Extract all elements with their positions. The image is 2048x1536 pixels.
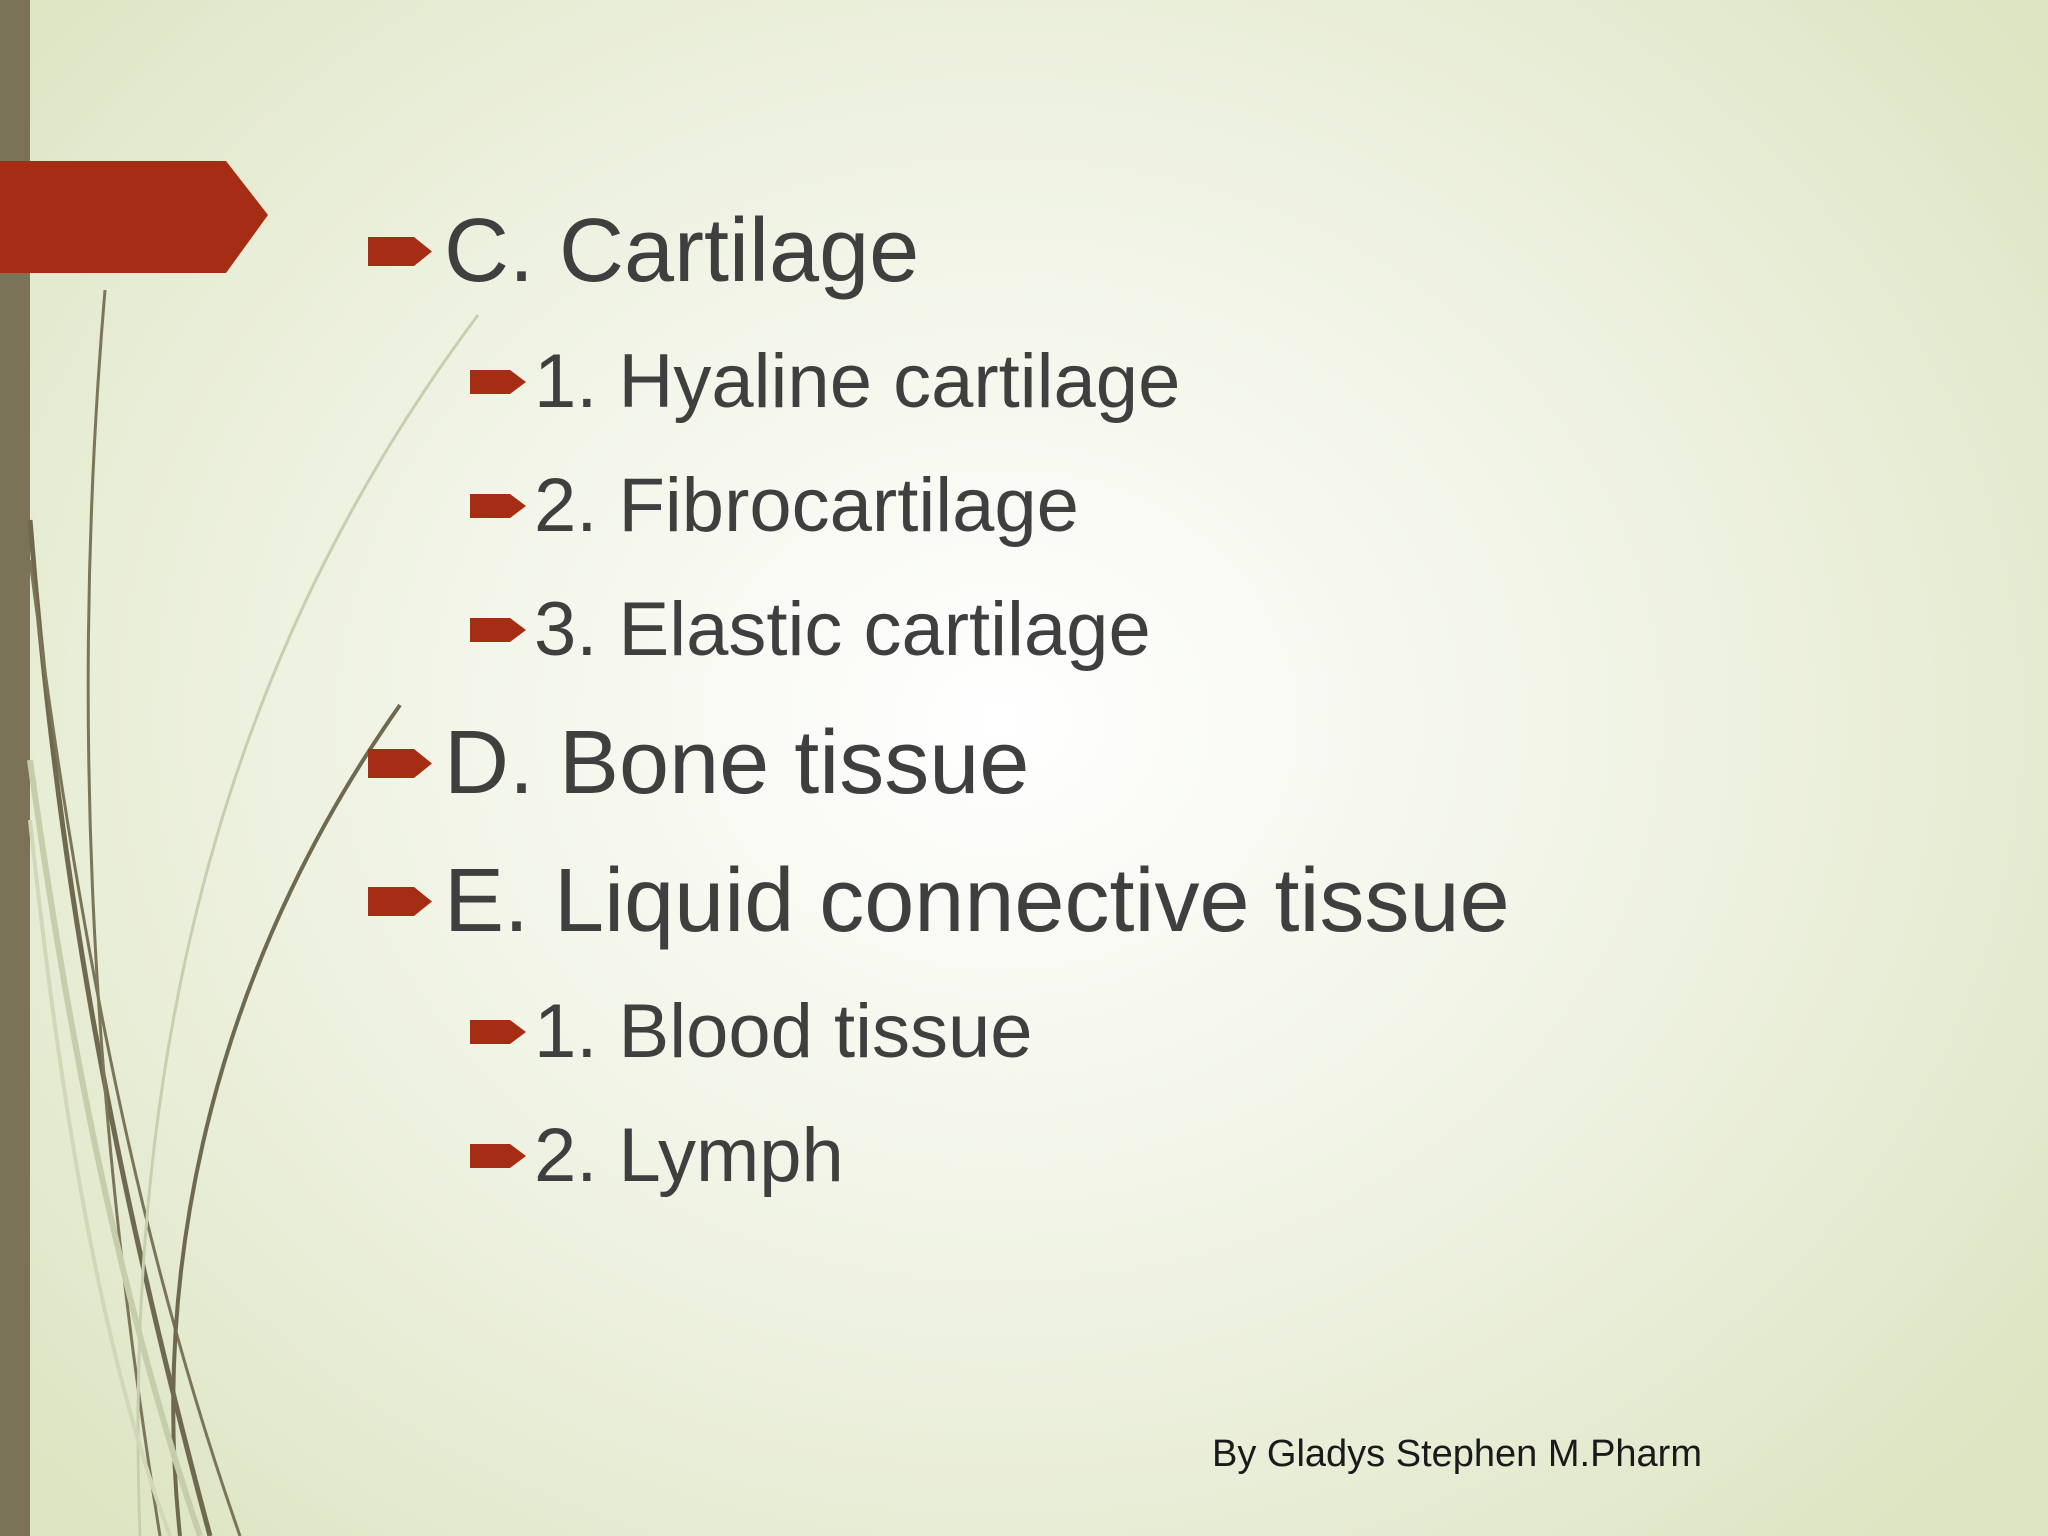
bullet-text: 1. Hyaline cartilage xyxy=(534,339,1181,424)
red-arrow-bullet-icon xyxy=(368,233,434,270)
bullet-fibrocartilage: 2. Fibrocartilage xyxy=(470,462,1079,549)
bullet-text: 2. Lymph xyxy=(534,1113,844,1198)
red-arrow-bullet-icon xyxy=(470,614,528,646)
red-arrow-bullet-icon xyxy=(470,366,528,398)
bullet-bone-tissue: D. Bone tissue xyxy=(368,712,1029,815)
bullet-text: E. Liquid connective tissue xyxy=(444,851,1510,951)
bullet-elastic-cartilage: 3. Elastic cartilage xyxy=(470,586,1151,673)
bullet-text: 2. Fibrocartilage xyxy=(534,463,1079,548)
bullet-cartilage: C. Cartilage xyxy=(368,200,919,303)
red-arrow-bullet-icon xyxy=(368,745,434,782)
red-arrow-bullet-icon xyxy=(368,883,434,920)
bullet-text: C. Cartilage xyxy=(444,201,920,301)
red-arrow-bullet-icon xyxy=(470,1140,528,1172)
slide-footer-author: By Gladys Stephen M.Pharm xyxy=(1212,1433,1702,1475)
decorative-grass-strokes xyxy=(27,289,480,1536)
bullet-text: D. Bone tissue xyxy=(444,713,1030,813)
bullet-text: 3. Elastic cartilage xyxy=(534,587,1151,672)
bullet-lymph: 2. Lymph xyxy=(470,1112,844,1199)
bullet-hyaline-cartilage: 1. Hyaline cartilage xyxy=(470,338,1180,425)
bullet-blood-tissue: 1. Blood tissue xyxy=(470,988,1033,1075)
bullet-liquid-connective-tissue: E. Liquid connective tissue xyxy=(368,850,1510,953)
red-arrow-bullet-icon xyxy=(470,490,528,522)
title-accent-tab xyxy=(0,161,268,273)
bullet-text: 1. Blood tissue xyxy=(534,989,1033,1074)
red-arrow-bullet-icon xyxy=(470,1016,528,1048)
